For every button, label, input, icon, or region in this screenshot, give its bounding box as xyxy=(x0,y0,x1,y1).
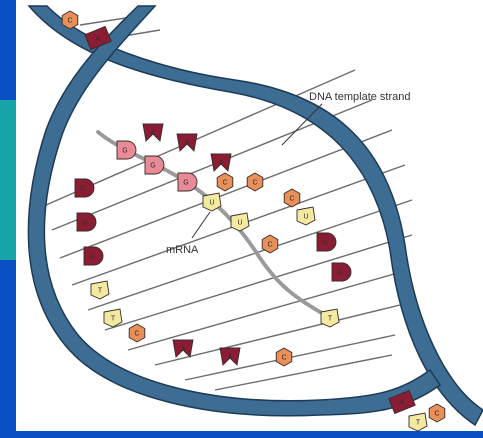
guanine-base-icon: G xyxy=(145,156,164,174)
mrna-label: mRNA xyxy=(166,244,199,256)
base-letter: A xyxy=(96,36,101,43)
base-letter: C xyxy=(281,355,286,362)
base-letter: T xyxy=(98,288,103,295)
base-letter: A xyxy=(185,140,190,147)
base-letter: T xyxy=(111,316,116,323)
cytosine-base-icon: C xyxy=(217,173,233,191)
base-letter: A xyxy=(151,130,156,137)
base-letter: C xyxy=(134,331,139,338)
adenine-base-icon: A xyxy=(143,124,163,141)
base-letter: G xyxy=(337,270,342,277)
cytosine-base-icon: C xyxy=(247,173,263,191)
guanine-base-icon: G xyxy=(317,233,336,251)
cytosine-base-icon: C xyxy=(284,189,300,207)
base-letter: T xyxy=(328,316,333,323)
uracil-base-icon: U xyxy=(297,207,315,225)
adenine-base-icon: A xyxy=(177,134,197,151)
base-letter: A xyxy=(181,346,186,353)
guanine-base-icon: G xyxy=(332,263,351,281)
adenine-base-icon: A xyxy=(211,154,231,171)
guanine-base-icon: G xyxy=(178,173,197,191)
base-letter: G xyxy=(183,180,188,187)
guanine-base-icon: G xyxy=(77,213,96,231)
thymine-base-icon: T xyxy=(104,309,122,327)
base-pair-rung xyxy=(60,130,392,258)
thymine-base-icon: T xyxy=(91,281,109,299)
cytosine-base-icon: C xyxy=(262,235,278,253)
base-letter: G xyxy=(82,220,87,227)
base-pair-rung xyxy=(88,200,412,310)
base-letter: G xyxy=(80,186,85,193)
base-letter: C xyxy=(67,18,72,25)
guanine-base-icon: G xyxy=(117,141,136,159)
base-letter: A xyxy=(219,160,224,167)
base-letter: G xyxy=(89,254,94,261)
thymine-base-icon: T xyxy=(321,309,339,327)
dna-template-strand-label: DNA template strand xyxy=(309,91,411,103)
guanine-base-icon: G xyxy=(75,179,94,197)
base-letter: C xyxy=(289,196,294,203)
adenine-base-icon: A xyxy=(220,348,240,365)
base-letter: A xyxy=(228,354,233,361)
cytosine-base-icon: C xyxy=(62,11,78,29)
base-letter: G xyxy=(122,148,127,155)
base-letter: C xyxy=(252,180,257,187)
uracil-base-icon: U xyxy=(231,213,249,231)
guanine-base-icon: G xyxy=(84,247,103,265)
base-letter: G xyxy=(150,163,155,170)
thymine-base-icon: T xyxy=(409,413,427,431)
base-pair-rungs xyxy=(46,15,412,390)
base-letter: U xyxy=(209,200,214,207)
cytosine-base-icon: C xyxy=(129,324,145,342)
base-letter: C xyxy=(267,242,272,249)
base-pair-rung xyxy=(215,355,392,390)
base-letter: U xyxy=(237,220,242,227)
adenine-base-icon: A xyxy=(173,340,193,357)
cytosine-base-icon: C xyxy=(276,348,292,366)
base-letter: U xyxy=(303,214,308,221)
base-letter: C xyxy=(434,411,439,418)
base-letter: A xyxy=(400,400,405,407)
cytosine-base-icon: C xyxy=(429,404,445,422)
base-letter: G xyxy=(322,240,327,247)
base-letter: T xyxy=(416,420,421,427)
mrna-label-pointer xyxy=(192,212,210,238)
base-letter: C xyxy=(222,180,227,187)
